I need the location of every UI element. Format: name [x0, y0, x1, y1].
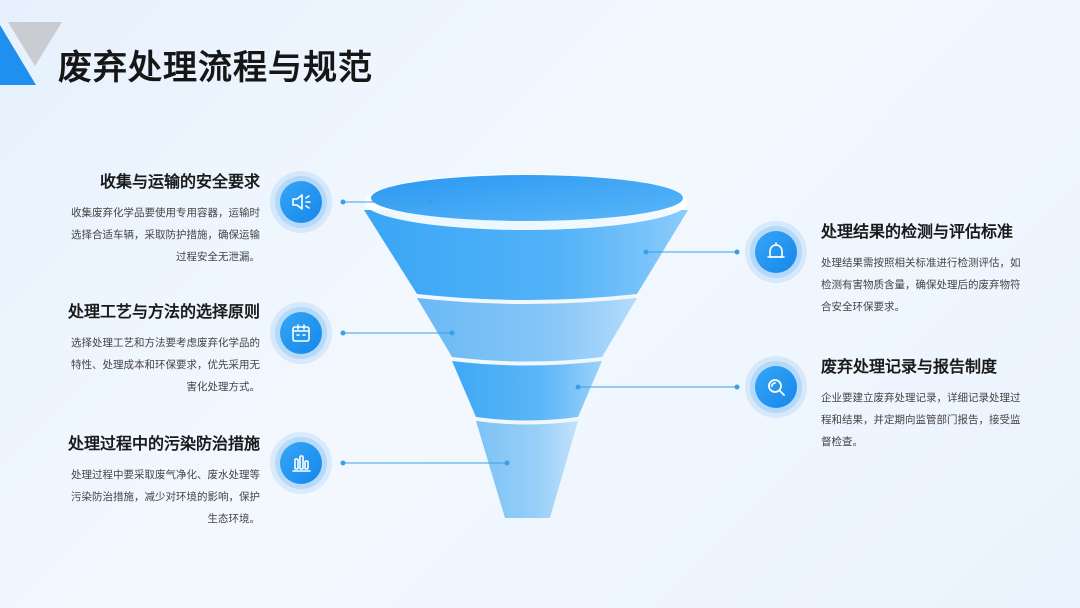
left-icon-2: [270, 302, 332, 364]
item-description: 收集废弃化学品要使用专用容器，运输时选择合适车辆，采取防护措施，确保运输过程安全…: [71, 207, 260, 263]
item-description: 选择处理工艺和方法要考虑废弃化学品的特性、处理成本和环保要求，优先采用无害化处理…: [71, 337, 260, 393]
megaphone-icon: [292, 194, 311, 210]
corner-decoration: [0, 22, 62, 85]
item-description: 处理过程中要采取废气净化、废水处理等污染防治措施，减少对环境的影响，保护生态环境…: [71, 469, 260, 525]
item-title: 废弃处理记录与报告制度: [821, 357, 998, 376]
page-title: 废弃处理流程与规范: [58, 48, 373, 88]
left-icon-3: [270, 432, 332, 494]
bar-chart-icon: [292, 455, 311, 472]
bell-icon: [767, 242, 785, 258]
funnel-top-opening: [371, 175, 683, 221]
funnel-segment-3: [452, 361, 602, 421]
calendar-icon: [292, 324, 310, 342]
item-title: 处理结果的检测与评估标准: [821, 222, 1014, 241]
item-description: 处理结果需按照相关标准进行检测评估，如检测有害物质含量，确保处理后的废弃物符合安…: [821, 257, 1021, 313]
left-icon-1: [270, 171, 332, 233]
right-item-1: 处理结果的检测与评估标准 处理结果需按照相关标准进行检测评估，如检测有害物质含量…: [821, 218, 1021, 318]
item-title: 处理过程中的污染防治措施: [67, 434, 260, 453]
item-title: 处理工艺与方法的选择原则: [67, 302, 260, 321]
funnel-segment-1: [364, 210, 688, 300]
right-icon-2: [745, 356, 807, 418]
left-item-2: 处理工艺与方法的选择原则 选择处理工艺和方法要考虑废弃化学品的特性、处理成本和环…: [62, 298, 260, 398]
right-item-2: 废弃处理记录与报告制度 企业要建立废弃处理记录，详细记录处理过程和结果，并定期向…: [821, 353, 1021, 453]
item-title: 收集与运输的安全要求: [99, 172, 260, 191]
left-item-1: 收集与运输的安全要求 收集废弃化学品要使用专用容器，运输时选择合适车辆，采取防护…: [62, 168, 260, 268]
funnel-segment-4: [476, 421, 578, 518]
left-item-3: 处理过程中的污染防治措施 处理过程中要采取废气净化、废水处理等污染防治措施，减少…: [62, 430, 260, 530]
funnel-segment-2: [417, 298, 637, 362]
item-description: 企业要建立废弃处理记录，详细记录处理过程和结果，并定期向监管部门报告，接受监督检…: [821, 392, 1021, 448]
right-icon-1: [745, 221, 807, 283]
search-icon: [768, 379, 785, 396]
